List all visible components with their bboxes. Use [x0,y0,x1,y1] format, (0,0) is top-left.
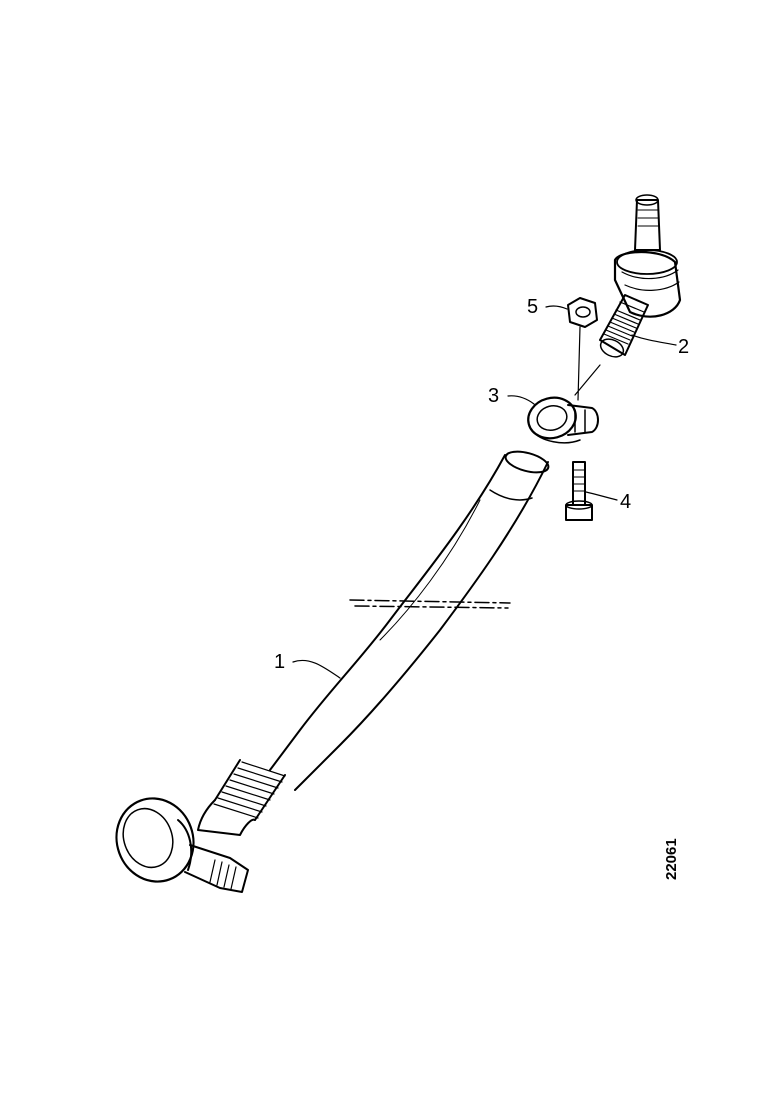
tube-thread-section [213,759,286,821]
figure-number: 22061 [663,838,680,880]
callout-3-label: 3 [488,385,499,407]
nut [567,297,598,328]
callout-3: 3 [488,385,535,407]
callout-4-label: 4 [620,491,631,513]
callout-5-label: 5 [527,296,538,318]
callout-2: 2 [631,334,689,358]
clamp [527,396,599,444]
bolt [565,461,593,521]
callout-5: 5 [527,296,568,318]
tie-rod-tube [213,450,550,821]
callout-4: 4 [585,491,631,513]
callout-1: 1 [274,651,341,679]
lower-ball-joint [115,797,256,893]
callout-2-label: 2 [678,336,689,358]
break-line [349,599,511,609]
assembly-guide-line [574,326,601,401]
tie-rod-end [599,194,682,358]
callout-1-label: 1 [274,651,285,673]
